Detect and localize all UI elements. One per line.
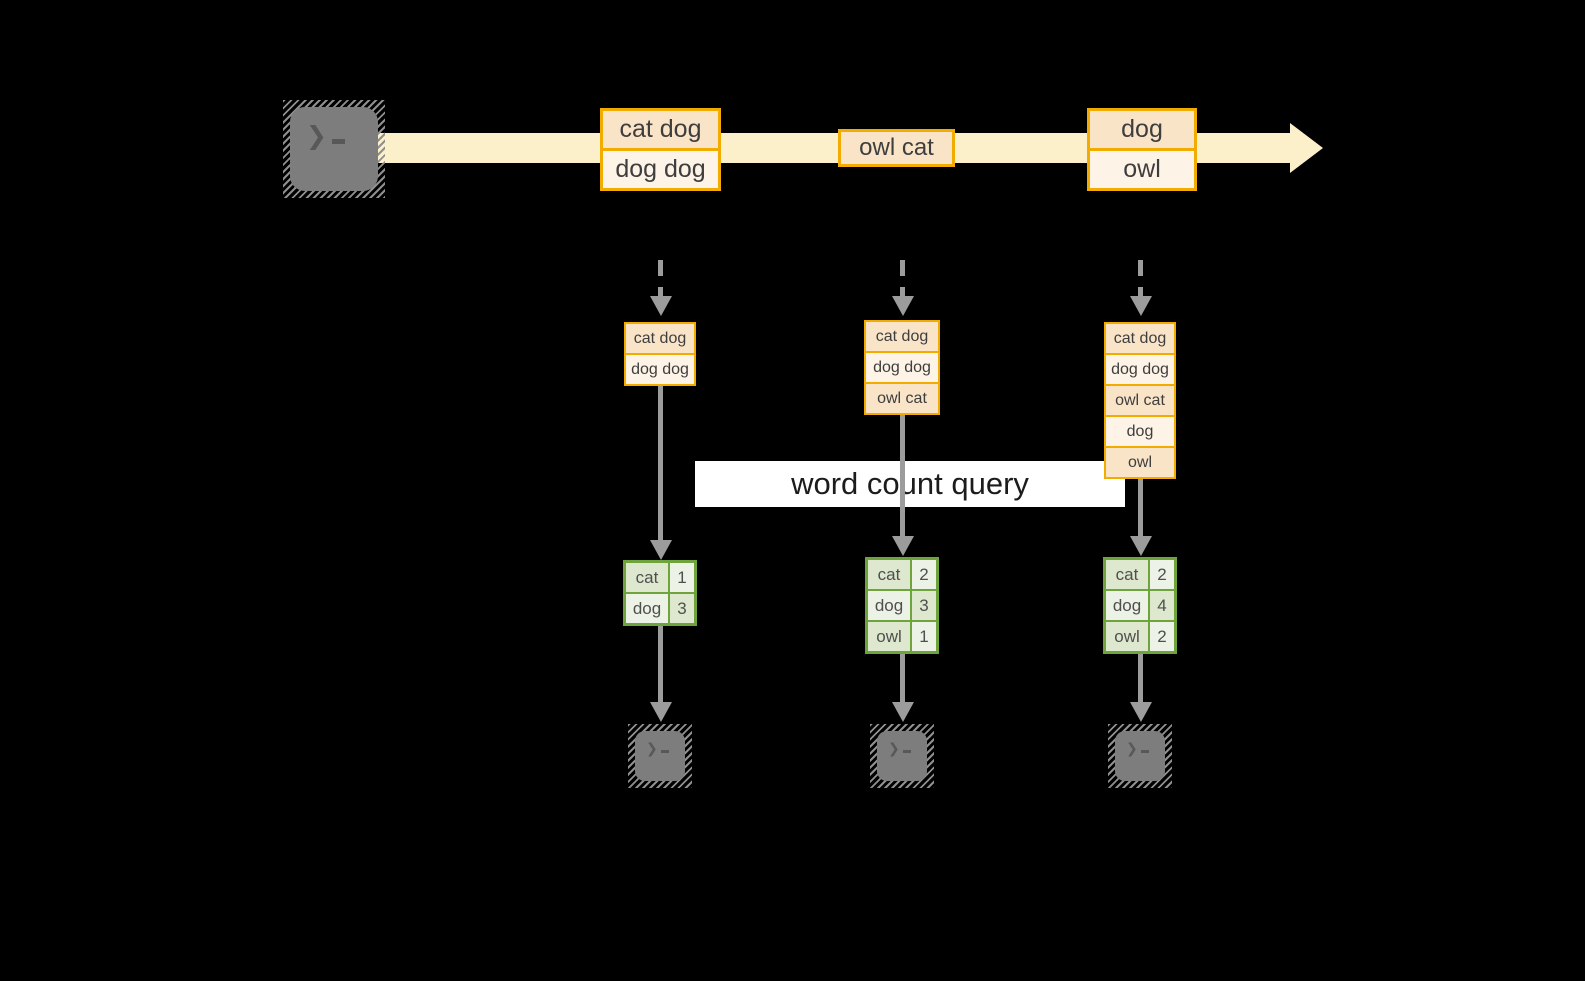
arrow-head-icon <box>892 536 914 556</box>
count-cell: 2 <box>1150 560 1174 589</box>
word-cell: owl <box>1106 622 1150 651</box>
prompt-underscore-icon <box>660 750 669 753</box>
arrow-line <box>658 386 663 540</box>
count-cell: 2 <box>912 560 936 589</box>
table-row: dog 4 <box>1106 591 1174 622</box>
buffer-row: owl <box>1106 448 1174 477</box>
terminal-sink-icon: ❯ <box>628 724 692 788</box>
arrow-line <box>900 415 905 536</box>
word-cell: cat <box>626 563 670 592</box>
dashed-arrow-line <box>900 260 905 296</box>
count-table-1: cat 1 dog 3 <box>623 560 697 626</box>
arrow-head-icon <box>1130 536 1152 556</box>
terminal-screen: ❯ <box>877 731 927 781</box>
terminal-screen: ❯ <box>290 107 378 191</box>
buffer-stack-1: cat dog dog dog <box>624 322 696 386</box>
prompt-chevron-icon: ❯ <box>306 121 345 151</box>
stream-message: owl <box>1090 151 1194 188</box>
terminal-sink-icon: ❯ <box>1108 724 1172 788</box>
arrow-head-icon <box>1130 702 1152 722</box>
stream-message: dog dog <box>603 151 718 188</box>
table-row: cat 2 <box>1106 560 1174 591</box>
count-cell: 4 <box>1150 591 1174 620</box>
terminal-source-icon: ❯ <box>283 100 385 198</box>
terminal-screen: ❯ <box>1115 731 1165 781</box>
arrow-line <box>1138 654 1143 702</box>
arrow-line <box>900 654 905 702</box>
prompt-underscore-icon <box>1140 750 1149 753</box>
query-banner: word count query <box>695 461 1125 507</box>
buffer-row: dog dog <box>626 355 694 384</box>
prompt-underscore-icon <box>331 139 345 144</box>
arrow-line <box>1138 479 1143 536</box>
buffer-row: owl cat <box>866 384 938 413</box>
dashed-arrow-head-icon <box>892 296 914 316</box>
stream-batch-3: dog owl <box>1087 108 1197 191</box>
table-row: dog 3 <box>626 594 694 623</box>
terminal-sink-icon: ❯ <box>870 724 934 788</box>
word-cell: cat <box>1106 560 1150 589</box>
buffer-stack-3: cat dog dog dog owl cat dog owl <box>1104 322 1176 479</box>
dashed-arrow-head-icon <box>1130 296 1152 316</box>
stream-batch-2: owl cat <box>838 129 955 167</box>
prompt-chevron-icon: ❯ <box>1126 740 1149 757</box>
prompt-chevron-icon: ❯ <box>646 740 669 757</box>
word-cell: dog <box>1106 591 1150 620</box>
stream-message: dog <box>1090 111 1194 151</box>
count-cell: 2 <box>1150 622 1174 651</box>
dashed-arrow-line <box>1138 260 1143 296</box>
table-row: owl 2 <box>1106 622 1174 651</box>
prompt-chevron-icon: ❯ <box>888 740 911 757</box>
arrow-head-icon <box>650 702 672 722</box>
count-table-2: cat 2 dog 3 owl 1 <box>865 557 939 654</box>
table-row: cat 1 <box>626 563 694 594</box>
word-cell: owl <box>868 622 912 651</box>
stream-message: cat dog <box>603 111 718 151</box>
buffer-row: cat dog <box>866 322 938 353</box>
word-cell: dog <box>868 591 912 620</box>
word-cell: cat <box>868 560 912 589</box>
stream-message: owl cat <box>841 132 952 164</box>
count-cell: 3 <box>912 591 936 620</box>
count-table-3: cat 2 dog 4 owl 2 <box>1103 557 1177 654</box>
word-cell: dog <box>626 594 670 623</box>
stream-batch-1: cat dog dog dog <box>600 108 721 191</box>
table-row: owl 1 <box>868 622 936 651</box>
arrow-line <box>658 626 663 702</box>
count-cell: 3 <box>670 594 694 623</box>
dashed-arrow-head-icon <box>650 296 672 316</box>
buffer-row: owl cat <box>1106 386 1174 417</box>
dashed-arrow-line <box>658 260 663 296</box>
buffer-row: dog dog <box>866 353 938 384</box>
terminal-screen: ❯ <box>635 731 685 781</box>
query-banner-label: word count query <box>791 466 1029 501</box>
table-row: cat 2 <box>868 560 936 591</box>
buffer-row: dog <box>1106 417 1174 448</box>
buffer-stack-2: cat dog dog dog owl cat <box>864 320 940 415</box>
count-cell: 1 <box>670 563 694 592</box>
table-row: dog 3 <box>868 591 936 622</box>
arrow-head-icon <box>650 540 672 560</box>
buffer-row: cat dog <box>1106 324 1174 355</box>
count-cell: 1 <box>912 622 936 651</box>
prompt-underscore-icon <box>902 750 911 753</box>
arrow-head-icon <box>892 702 914 722</box>
buffer-row: cat dog <box>626 324 694 355</box>
buffer-row: dog dog <box>1106 355 1174 386</box>
stream-arrowhead-icon <box>1290 123 1323 173</box>
